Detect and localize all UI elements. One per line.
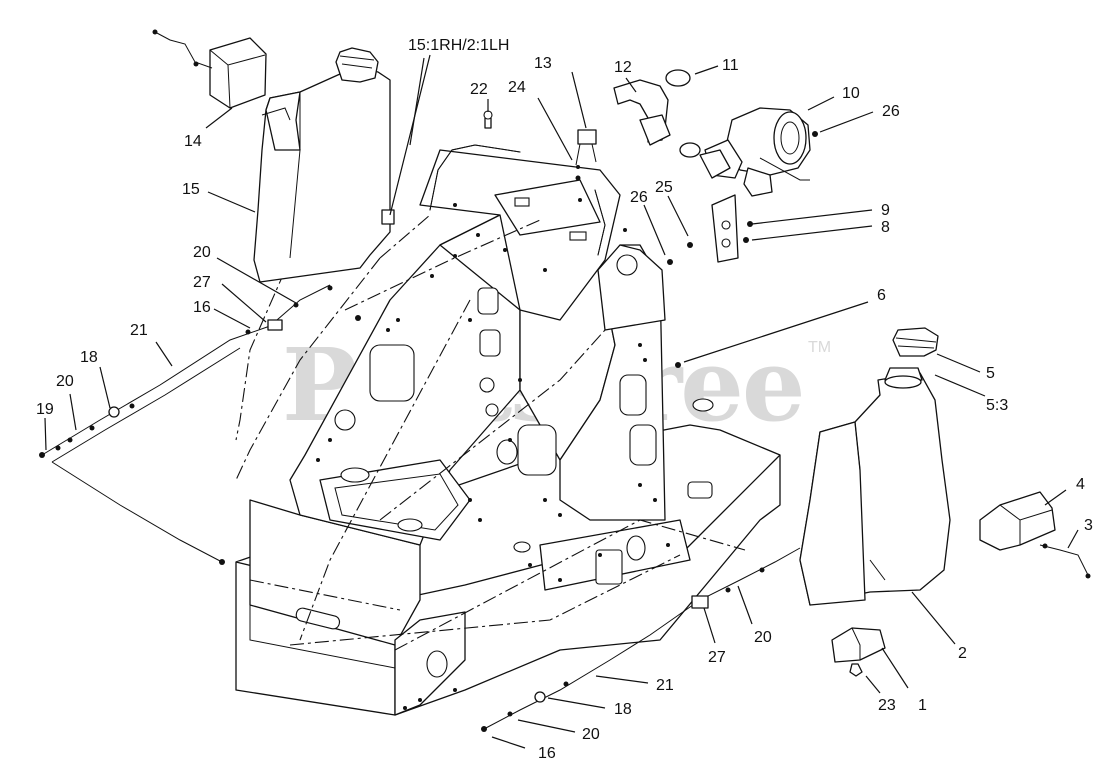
- callout-12: 12: [614, 59, 632, 76]
- callout-23: 23: [878, 697, 896, 714]
- right-fuel-line: [481, 547, 801, 732]
- callout-20-right-lower: 20: [582, 726, 600, 743]
- left-fuel-line: [39, 284, 333, 565]
- left-tank-strap: [152, 29, 267, 109]
- callout-15: 15: [182, 181, 200, 198]
- callout-21-right: 21: [656, 677, 674, 694]
- callout-11: 11: [722, 57, 739, 74]
- callout-5: 5: [986, 365, 995, 382]
- right-tank-strap: [979, 491, 1091, 579]
- callout-5-3: 5:3: [986, 397, 1008, 414]
- callout-22: 22: [470, 81, 488, 98]
- mount-bracket: [831, 627, 886, 677]
- callout-2: 2: [958, 645, 967, 662]
- callout-20-left: 20: [56, 373, 74, 390]
- callout-16-right: 16: [538, 745, 556, 762]
- callout-4: 4: [1076, 476, 1085, 493]
- callout-19: 19: [36, 401, 54, 418]
- callout-20-right-upper: 20: [754, 629, 772, 646]
- callout-13: 13: [534, 55, 552, 72]
- callout-labels: 15:1RH/2:1LH 13 12 11 10 22 24 26 14 15 …: [36, 37, 1093, 762]
- callout-14: 14: [184, 133, 202, 150]
- callout-18-right: 18: [614, 701, 632, 718]
- small-hardware: [355, 110, 818, 368]
- callout-15-1rh-2-1lh: 15:1RH/2:1LH: [408, 37, 509, 54]
- callout-25: 25: [655, 179, 673, 196]
- callout-6: 6: [877, 287, 886, 304]
- callout-20-upper-left: 20: [193, 244, 211, 261]
- callout-9: 9: [881, 202, 890, 219]
- right-fuel-tank: [799, 327, 951, 606]
- callout-26-frame: 26: [630, 189, 648, 206]
- callout-16-left: 16: [193, 299, 211, 316]
- callout-24: 24: [508, 79, 526, 96]
- callout-27-left: 27: [193, 274, 211, 291]
- callout-18-left: 18: [80, 349, 98, 366]
- main-frame: [235, 144, 781, 716]
- intake-hose: [613, 69, 731, 179]
- callout-8: 8: [881, 219, 890, 236]
- callout-27-right: 27: [708, 649, 726, 666]
- callout-10: 10: [842, 85, 860, 102]
- left-fuel-tank: [253, 47, 395, 283]
- callout-1: 1: [918, 697, 927, 714]
- assembly-centerlines: [235, 214, 746, 651]
- callout-21-left: 21: [130, 322, 148, 339]
- frame-holes: [316, 198, 670, 710]
- callout-3: 3: [1084, 517, 1093, 534]
- leader-lines: [44, 54, 1079, 749]
- trademark-mark: TM: [808, 339, 831, 356]
- callout-26-air-cleaner: 26: [882, 103, 900, 120]
